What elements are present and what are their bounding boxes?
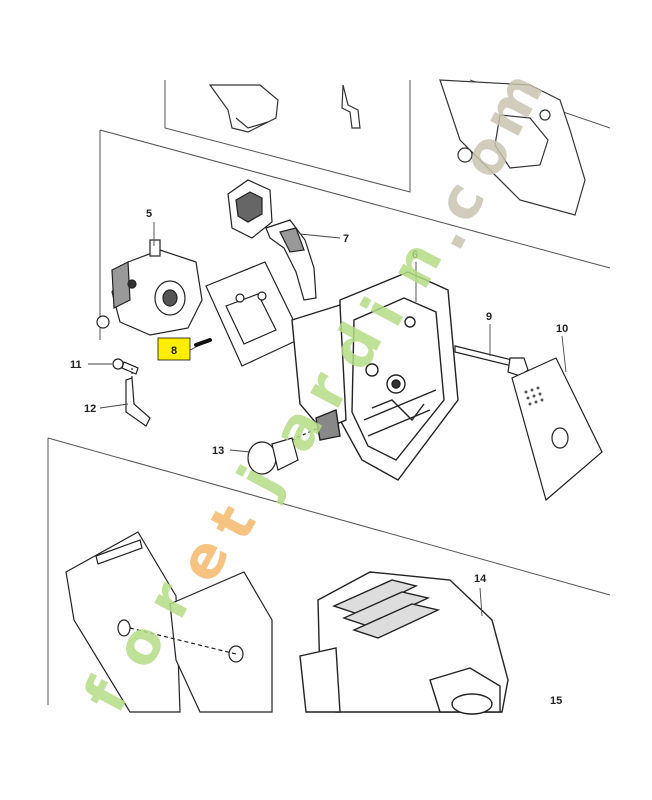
leader-14 bbox=[479, 587, 483, 617]
partial-plate-bolt-hole-2 bbox=[539, 109, 551, 121]
carburetor bbox=[96, 239, 203, 336]
primer-bulb bbox=[247, 427, 319, 475]
callout-8-highlight bbox=[157, 337, 191, 361]
lever-arm bbox=[265, 219, 317, 301]
leader-7 bbox=[299, 233, 341, 239]
carburetor-top-screw bbox=[149, 239, 161, 257]
housing-rib-2 bbox=[367, 409, 431, 437]
carburetor-nipple bbox=[127, 279, 137, 289]
hose-body bbox=[125, 377, 151, 427]
callout-12: 12 bbox=[84, 403, 96, 415]
lower-plate-edge bbox=[95, 539, 143, 565]
primer-leader bbox=[291, 427, 319, 441]
callout-5: 5 bbox=[146, 208, 152, 220]
top-partial-parts bbox=[208, 79, 586, 216]
gasket-opening bbox=[225, 293, 277, 345]
housing-primer-seat bbox=[315, 409, 341, 441]
leader-10 bbox=[561, 335, 567, 373]
carburetor-adjust-screw bbox=[96, 315, 110, 329]
callout-6: 6 bbox=[412, 249, 418, 261]
cylinder-cover bbox=[299, 571, 509, 715]
carburetor-side bbox=[111, 261, 131, 309]
callout-labels: 5 6 7 8 9 10 11 12 13 14 15 bbox=[70, 208, 568, 707]
carburetor-bore-inner bbox=[162, 289, 178, 307]
clip-ring bbox=[112, 358, 124, 370]
primer-base bbox=[271, 437, 299, 471]
callout-14: 14 bbox=[474, 573, 487, 585]
partial-bracket bbox=[208, 84, 279, 133]
callout-7: 7 bbox=[343, 233, 349, 245]
gasket-hole-1 bbox=[235, 293, 245, 303]
fuel-hose bbox=[125, 368, 151, 427]
lower-spacer-block bbox=[169, 571, 273, 713]
leader-12 bbox=[99, 403, 129, 409]
cover-vent-2 bbox=[342, 591, 431, 627]
small-clip bbox=[112, 358, 139, 375]
callout-11: 11 bbox=[70, 359, 82, 371]
filter-mesh bbox=[524, 386, 544, 406]
filter-housing bbox=[291, 271, 459, 481]
housing-boss-inner bbox=[391, 379, 401, 389]
housing-hole-2 bbox=[404, 316, 416, 328]
bolt-shaft bbox=[454, 345, 513, 367]
middle-panel-top bbox=[99, 129, 611, 269]
housing-rib-1 bbox=[363, 389, 437, 421]
partial-clip bbox=[341, 84, 361, 129]
clip-stem bbox=[121, 361, 139, 375]
callout-10: 10 bbox=[556, 323, 568, 335]
cover-port-hole bbox=[451, 693, 493, 715]
lever-cap-recess bbox=[235, 191, 263, 223]
leader-13 bbox=[229, 449, 251, 453]
cover-side-tab bbox=[299, 647, 341, 713]
callout-13: 13 bbox=[212, 445, 224, 457]
callout-8: 8 bbox=[171, 345, 177, 357]
callout-15: 15 bbox=[550, 695, 562, 707]
lower-block-hole bbox=[228, 645, 244, 663]
gasket-hole-2 bbox=[257, 291, 267, 301]
throttle-lever bbox=[227, 179, 317, 301]
filter-element bbox=[511, 357, 603, 502]
housing-hole-1 bbox=[365, 363, 379, 377]
cover-vent-3 bbox=[352, 603, 441, 639]
top-left-panel bbox=[164, 80, 411, 193]
callout-9: 9 bbox=[486, 311, 492, 323]
housing-ribs bbox=[371, 399, 425, 422]
lower-panel-top bbox=[47, 437, 611, 596]
lower-parts bbox=[65, 531, 273, 713]
filter-hole bbox=[551, 427, 569, 449]
partial-plate-bolt-hole bbox=[457, 147, 473, 163]
lever-arm-ridge bbox=[279, 227, 305, 253]
gasket bbox=[205, 261, 303, 367]
partial-plate-hole bbox=[494, 114, 549, 169]
spring-part-8 bbox=[194, 338, 212, 347]
bolt bbox=[454, 345, 529, 377]
partial-bracket-detail bbox=[235, 117, 269, 129]
cover-vent-1 bbox=[332, 579, 419, 615]
